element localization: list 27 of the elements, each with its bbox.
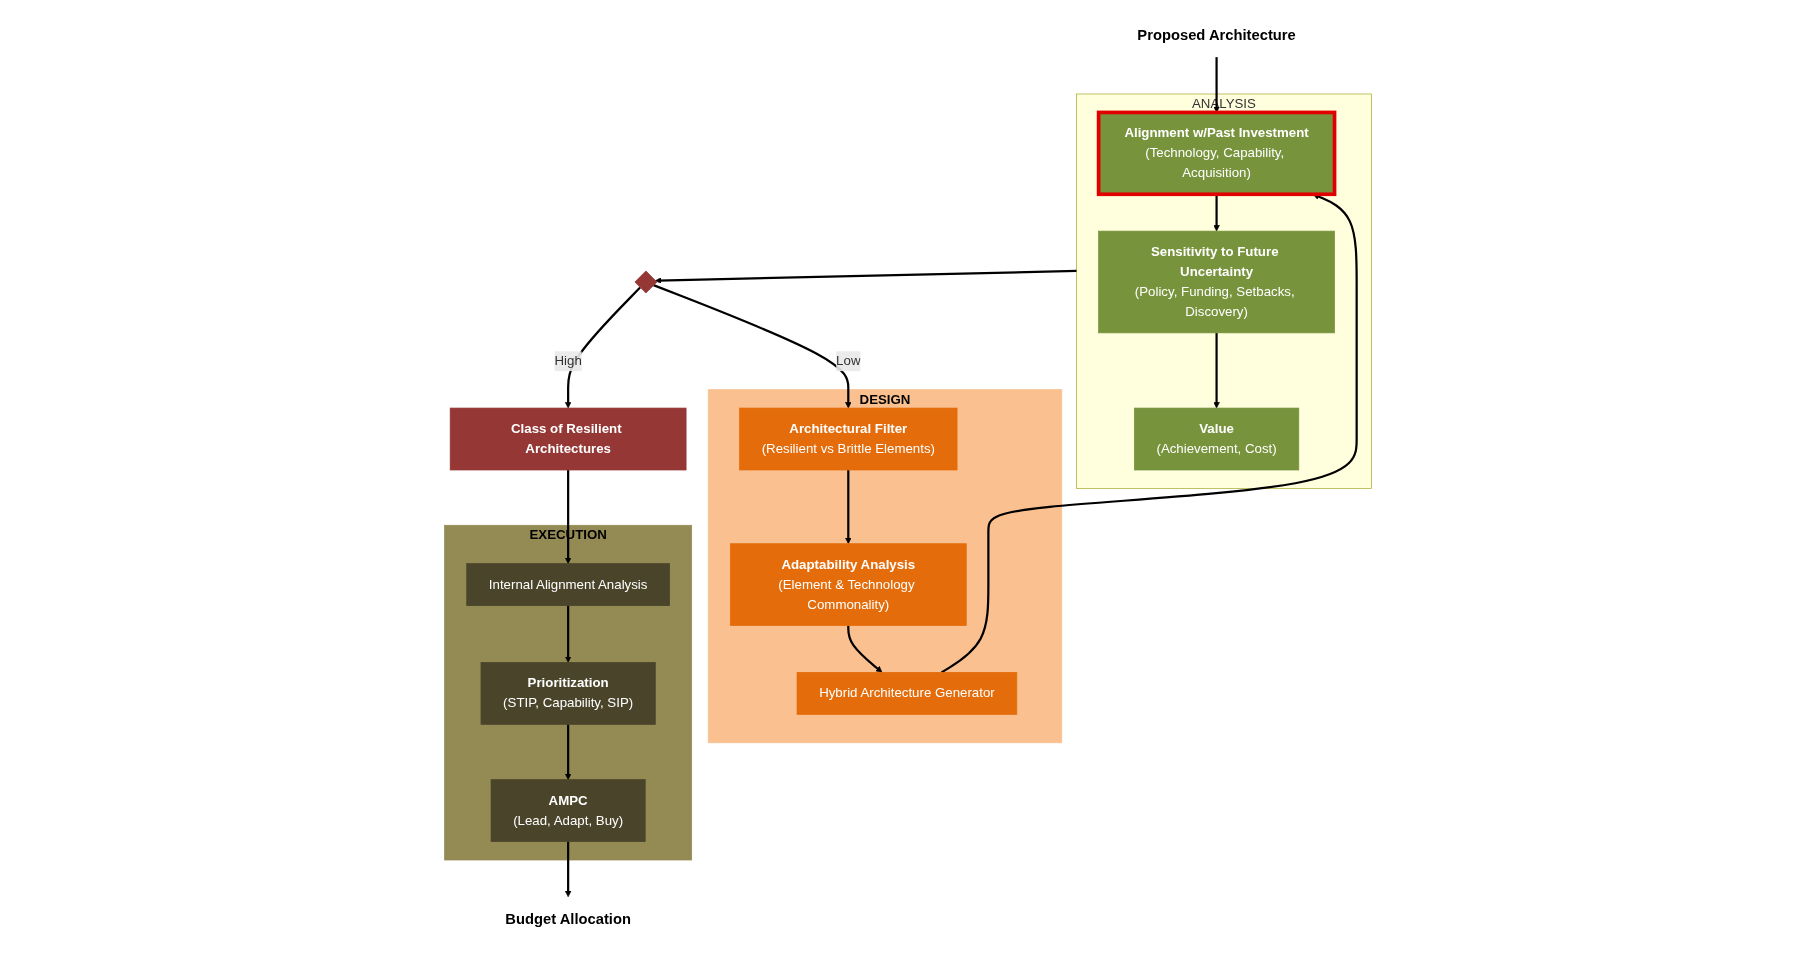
edge-label: High bbox=[554, 353, 582, 368]
node-box: Hybrid Architecture Generator bbox=[796, 671, 1018, 715]
arrow bbox=[654, 269, 1077, 284]
node-box: Internal Alignment Analysis bbox=[466, 562, 670, 606]
node-box: Prioritization (STIP, Capability, SIP) bbox=[480, 661, 656, 725]
arrow bbox=[847, 625, 883, 673]
node-box: AMPC (Lead, Adapt, Buy) bbox=[490, 778, 646, 842]
edge-label: Low bbox=[836, 353, 861, 368]
node-box: Adaptability Analysis (Element & Technology Commonality) bbox=[729, 542, 967, 626]
node-box: Architectural Filter (Resilient vs Brittle Elements) bbox=[739, 407, 958, 470]
node-box: Value (Achievement, Cost) bbox=[1134, 407, 1300, 470]
node-text: Budget Allocation bbox=[505, 910, 631, 927]
node-box: Sensitivity to Future Uncertainty (Policy, Funding, Setbacks, Discovery) bbox=[1098, 230, 1335, 333]
arrow bbox=[845, 469, 852, 544]
node-diamond bbox=[634, 270, 658, 293]
node-box: Alignment w/Past Investment (Technology, Capability, Acquisition) bbox=[1096, 110, 1337, 196]
node-box: Class of Resilient Architectures bbox=[449, 407, 687, 470]
node-text: Proposed Architecture bbox=[1137, 26, 1296, 43]
arrow bbox=[941, 193, 1358, 673]
arrow bbox=[564, 469, 572, 564]
arrow bbox=[564, 605, 572, 663]
arrow bbox=[653, 283, 852, 408]
arrow bbox=[1213, 332, 1220, 408]
arrow bbox=[564, 723, 572, 780]
arrow bbox=[564, 286, 641, 408]
arrow bbox=[564, 841, 572, 897]
arrow bbox=[1213, 193, 1220, 231]
